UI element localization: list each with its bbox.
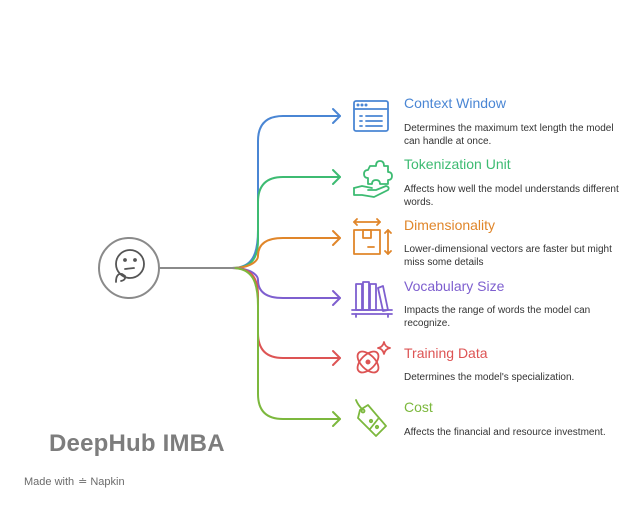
arrowhead-cost — [332, 411, 341, 427]
item-description-vocabulary-size: Impacts the range of words the model can… — [404, 305, 591, 329]
box-dimensions-icon — [353, 218, 392, 255]
price-tag-icon — [355, 399, 387, 437]
napkin-logo-icon: ≐ — [78, 476, 88, 488]
credit-brand: Napkin — [90, 476, 125, 488]
hub-node — [98, 237, 160, 299]
thinking-face-icon — [115, 249, 145, 283]
item-description-context-window: Determines the maximum text length the m… — [404, 123, 614, 147]
item-description-dimensionality: Lower-dimensional vectors are faster but… — [404, 244, 612, 268]
item-title-vocabulary-size: Vocabulary Size — [404, 278, 505, 294]
item-description-training-data: Determines the model's specialization. — [404, 372, 575, 383]
puzzle-hand-icon — [353, 160, 393, 198]
item-title-training-data: Training Data — [404, 345, 488, 361]
made-with-credit: Made with≐Napkin — [24, 475, 125, 488]
connector-tokenization-unit — [231, 176, 341, 269]
atom-sparkle-icon — [356, 341, 391, 374]
item-title-dimensionality: Dimensionality — [404, 217, 496, 233]
browser-window-icon — [353, 100, 389, 132]
item-description-tokenization-unit: Affects how well the model understands d… — [404, 184, 619, 208]
credit-prefix: Made with — [24, 476, 75, 488]
connector-dimensionality — [231, 237, 341, 269]
connector-cost — [231, 267, 341, 420]
arrowhead-tokenization-unit — [332, 169, 341, 185]
arrowhead-training-data — [332, 350, 341, 366]
arrowhead-vocabulary-size — [332, 290, 341, 306]
arrowhead-dimensionality — [332, 230, 341, 246]
item-title-context-window: Context Window — [404, 95, 506, 111]
item-description-cost: Affects the financial and resource inves… — [404, 427, 606, 438]
connector-training-data — [231, 267, 341, 359]
connector-context-window — [231, 115, 341, 269]
bookshelf-icon — [351, 281, 393, 318]
item-title-tokenization-unit: Tokenization Unit — [404, 156, 511, 172]
arrowhead-context-window — [332, 108, 341, 124]
watermark-text: DeepHub IMBA — [49, 430, 225, 457]
item-title-cost: Cost — [404, 399, 433, 415]
